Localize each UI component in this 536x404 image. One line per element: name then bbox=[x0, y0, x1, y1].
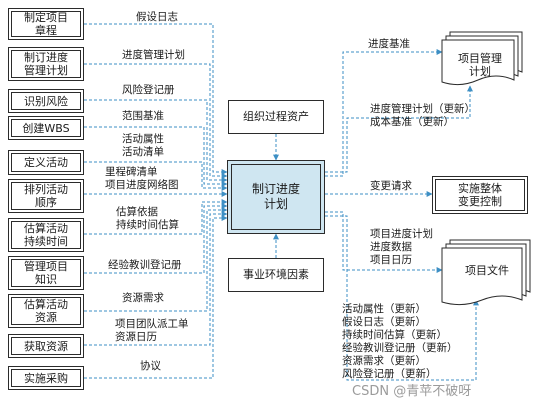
project-documents-label: 项目文件 bbox=[465, 264, 509, 277]
label-risk-register: 风险登记册 bbox=[122, 84, 175, 96]
arrow-acquire-to-center bbox=[84, 211, 228, 346]
arrow-knowledge-to-center bbox=[84, 203, 228, 274]
label-document-updates: 活动属性（更新） 假设日志（更新） 持续时间估算（更新） 经验教训登记册（更新）… bbox=[342, 303, 458, 380]
process-conduct-procurements: 实施采购 bbox=[8, 366, 84, 390]
arrow-risks-to-center bbox=[84, 99, 228, 183]
project-management-plan-label: 项目管理 计划 bbox=[458, 52, 502, 78]
develop-schedule-process: 制订进度 计划 bbox=[227, 160, 325, 234]
arrow-procure-to-center bbox=[84, 215, 228, 379]
label-resource-requirements: 资源需求 bbox=[122, 292, 164, 304]
label-schedule-baseline: 进度基准 bbox=[368, 38, 410, 50]
arrow-to-documents bbox=[325, 211, 443, 273]
arrow-wbs-to-center bbox=[84, 126, 228, 187]
project-documents-doc bbox=[441, 239, 531, 306]
label-activity-attributes-list: 活动属性 活动清单 bbox=[122, 133, 164, 158]
label-milestone-network: 里程碑清单 项目进度网络图 bbox=[105, 166, 179, 191]
label-plan-updates: 进度管理计划（更新） 成本基准（更新） bbox=[370, 103, 475, 128]
process-create-wbs: 创建WBS bbox=[8, 116, 84, 140]
process-define-activities: 定义活动 bbox=[8, 150, 84, 175]
label-schedule-data-calendars: 项目进度计划 进度数据 项目日历 bbox=[370, 228, 433, 266]
project-management-plan-doc bbox=[441, 31, 523, 86]
process-plan-schedule-management: 制订进度 管理计划 bbox=[8, 47, 84, 81]
process-acquire-resources: 获取资源 bbox=[8, 334, 84, 358]
process-develop-charter: 制定项目 章程 bbox=[8, 8, 84, 40]
process-estimate-resources: 估算活动 资源 bbox=[8, 294, 84, 328]
label-basis-estimates: 估算依据 持续时间估算 bbox=[116, 206, 179, 231]
process-identify-risks: 识别风险 bbox=[8, 89, 84, 113]
label-scope-baseline: 范围基准 bbox=[122, 110, 164, 122]
process-estimate-durations: 估算活动 持续时间 bbox=[8, 218, 84, 252]
label-schedule-management-plan: 进度管理计划 bbox=[122, 49, 185, 61]
enterprise-environmental-factors-box: 事业环境因素 bbox=[228, 258, 324, 292]
perform-integrated-change-control-box: 实施整体 变更控制 bbox=[432, 176, 528, 214]
organizational-process-assets-box: 组织过程资产 bbox=[228, 100, 324, 134]
arrow-define-to-center bbox=[84, 161, 228, 191]
arrow-resources-to-center bbox=[84, 207, 228, 312]
document-shapes bbox=[441, 31, 531, 306]
connector-arrows bbox=[84, 23, 479, 381]
process-manage-knowledge: 管理项目 知识 bbox=[8, 256, 84, 290]
arrow-charter-to-center bbox=[84, 23, 228, 175]
label-assumption-log: 假设日志 bbox=[136, 11, 178, 23]
label-agreements: 协议 bbox=[140, 360, 161, 372]
arrow-document-updates bbox=[325, 215, 479, 381]
arrow-to-plan bbox=[325, 49, 443, 177]
process-sequence-activities: 排列活动 顺序 bbox=[8, 179, 84, 213]
arrow-duration-to-center bbox=[84, 199, 228, 235]
label-team-assignments-calendars: 项目团队派工单 资源日历 bbox=[115, 318, 189, 343]
arrow-schedule-plan-to-center bbox=[84, 63, 228, 179]
arrow-plan-updates bbox=[325, 85, 473, 173]
label-change-requests: 变更请求 bbox=[370, 180, 412, 192]
watermark: CSDN @青苹不破呀 bbox=[352, 384, 472, 399]
label-lessons-learned: 经验教训登记册 bbox=[108, 259, 182, 271]
